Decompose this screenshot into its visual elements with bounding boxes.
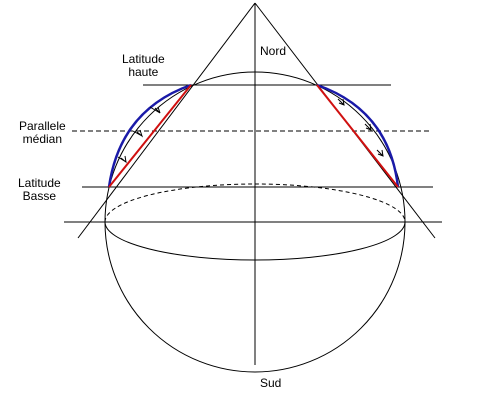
secant-right [316, 84, 399, 188]
projection-arrow-3 [117, 155, 127, 164]
projection-arrow-2 [132, 129, 144, 138]
projection-arrow-6 [376, 149, 384, 157]
secant-left [108, 84, 192, 188]
sphere-arc-left [107, 83, 192, 188]
projection-arrow-5 [364, 123, 372, 131]
north-label: Nord [260, 44, 287, 58]
south-label: Sud [260, 376, 282, 390]
high-latitude-label: Latitude haute [122, 52, 165, 79]
projection-arrow-1 [149, 106, 161, 114]
low-latitude-label: Latitude Basse [18, 176, 61, 203]
projection-arrow-4 [337, 98, 345, 106]
cone-side-left [77, 2, 256, 239]
sphere-arc-right [316, 83, 400, 188]
median-parallel-label: Parallele médian [19, 119, 66, 146]
